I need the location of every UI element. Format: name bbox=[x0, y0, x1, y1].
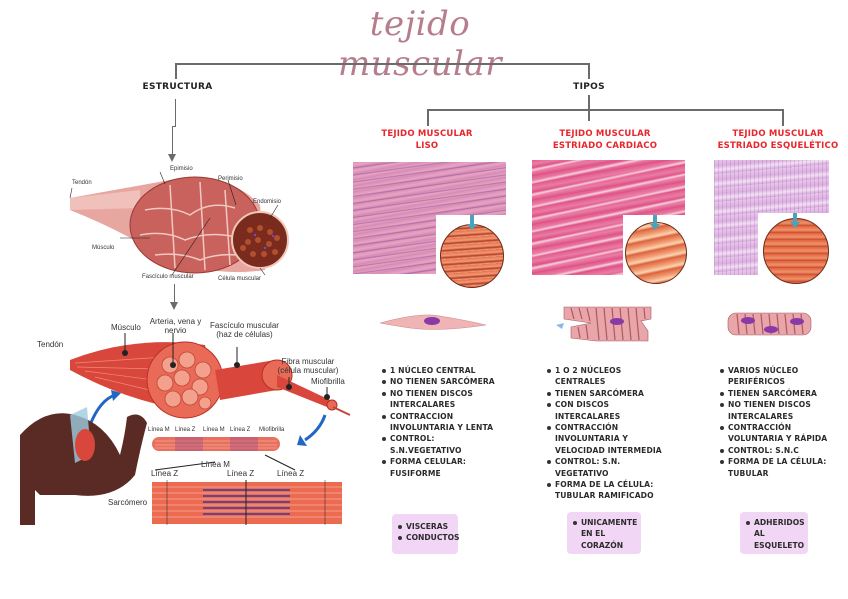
feature-list-liso: 1 NÚCLEO CENTRAL NO TIENEN SARCÓMERA NO … bbox=[381, 365, 506, 479]
label-linea-m-2: Línea M bbox=[203, 427, 225, 433]
cell-nucleus bbox=[610, 318, 624, 325]
label-endomisio: Endomisio bbox=[253, 199, 282, 205]
feature-item: NO TIENEN SARCÓMERA bbox=[381, 376, 506, 387]
location-item: UNICAMENTE EN EL CORAZÓN bbox=[573, 517, 637, 551]
zoom-circle-cardiaco bbox=[625, 222, 687, 284]
label-tendon-bottom: Tendón bbox=[37, 340, 64, 349]
label-linea-z-left: Línea Z bbox=[151, 469, 179, 478]
location-item: CONDUCTOS bbox=[398, 532, 460, 543]
location-box-esqueletico: ADHERIDOS AL ESQUELETO bbox=[740, 512, 808, 554]
arrow-down-icon bbox=[790, 213, 800, 228]
label-tendon-top: Tendón bbox=[72, 180, 92, 186]
label-linea-m-1: Línea M bbox=[148, 427, 170, 433]
location-box-cardiaco: UNICAMENTE EN EL CORAZÓN bbox=[567, 512, 641, 554]
label-fasciculo-bottom: Fascículo muscular (haz de células) bbox=[210, 321, 279, 339]
muscle-hierarchy-illustration bbox=[20, 333, 351, 525]
location-box-liso: VISCERAS CONDUCTOS bbox=[392, 514, 460, 554]
estructura-arrow-shaft bbox=[175, 99, 176, 127]
feature-item: FORMA DE LA CÉLULA: TUBULAR RAMIFICADO bbox=[546, 479, 666, 502]
label-linea-z-mid: Línea Z bbox=[227, 469, 255, 478]
label-arteria: Arteria, vena y nervio bbox=[149, 317, 202, 335]
connector-estructura-drop bbox=[175, 63, 177, 79]
arrow-down-icon bbox=[168, 154, 176, 162]
feature-item: FORMA CELULAR: FUSIFORME bbox=[381, 456, 506, 479]
label-perimisio: Perimisio bbox=[218, 176, 243, 182]
estructura-arrow2-shaft bbox=[174, 284, 175, 304]
feature-item: NO TIENEN DISCOS INTERCALARES bbox=[381, 388, 506, 411]
type-title-cardiaco: TEJIDO MUSCULAR ESTRIADO CARDIACO bbox=[540, 128, 670, 152]
feature-item: 1 NÚCLEO CENTRAL bbox=[381, 365, 506, 376]
cell-nucleus bbox=[424, 317, 440, 325]
connector-tipos-drop bbox=[588, 63, 590, 79]
feature-item: CONTRACCIÓN VOLUNTARIA Y RÁPIDA bbox=[719, 422, 839, 445]
branch-tipos: TIPOS bbox=[573, 82, 605, 92]
label-fibra: Fibra muscular (célula muscular) bbox=[277, 357, 339, 375]
sarcomere bbox=[152, 482, 342, 524]
connector-esqueletico-drop bbox=[782, 109, 784, 126]
connector-tipos-down bbox=[588, 95, 590, 121]
label-miofibrilla: Miofibrilla bbox=[311, 377, 345, 386]
feature-item: CONTROL: S.N.C bbox=[719, 445, 839, 456]
branched-cardiac-cell bbox=[556, 306, 652, 342]
location-item: VISCERAS bbox=[398, 521, 452, 532]
feature-list-cardiaco: 1 O 2 NÚCLEOS CENTRALES TIENEN SARCÓMERA… bbox=[546, 365, 666, 502]
type-title-esqueletico: TEJIDO MUSCULAR ESTRIADO ESQUELÉTICO bbox=[713, 128, 843, 152]
label-linea-z-2: Línea Z bbox=[230, 427, 251, 433]
cell-illustration-esqueletico bbox=[727, 311, 812, 337]
feature-item: CONTRACCIÓN INVOLUNTARIA Y VELOCIDAD INT… bbox=[546, 422, 666, 456]
label-epimisio: Epimisio bbox=[170, 166, 193, 172]
label-linea-z-1: Línea Z bbox=[175, 427, 196, 433]
cell-illustration-cardiaco bbox=[556, 303, 656, 343]
feature-item: CON DISCOS INTERCALARES bbox=[546, 399, 666, 422]
muscle-structure-diagram: Tendón Epimisio Perimisio Endomisio Músc… bbox=[60, 160, 320, 285]
type-title-line2: ESTRIADO ESQUELÉTICO bbox=[717, 141, 839, 151]
cell-nucleus bbox=[790, 318, 804, 325]
feature-item: CONTRACCION INVOLUNTARIA Y LENTA bbox=[381, 411, 506, 434]
feature-list-esqueletico: VARIOS NÚCLEO PERIFÉRICOS TIENEN SARCÓME… bbox=[719, 365, 839, 479]
label-linea-z-right: Línea Z bbox=[277, 469, 305, 478]
feature-item: NO TIENEN DISCOS INTERCALARES bbox=[719, 399, 839, 422]
feature-item: CONTROL: S.N.VEGETATIVO bbox=[381, 433, 506, 456]
branch-estructura: ESTRUCTURA bbox=[142, 82, 213, 92]
cell-illustration-liso bbox=[379, 312, 487, 330]
connector-types-horizontal bbox=[427, 109, 784, 111]
location-item: ADHERIDOS AL ESQUELETO bbox=[746, 517, 805, 551]
blue-arrow-right bbox=[304, 414, 327, 442]
cell-nucleus bbox=[764, 326, 778, 333]
muscle-cross-section-illustration bbox=[69, 171, 289, 276]
feature-item: VARIOS NÚCLEO PERIFÉRICOS bbox=[719, 365, 839, 388]
arrow-down-icon bbox=[650, 215, 660, 230]
cell-nucleus bbox=[741, 317, 755, 324]
zoom-circle-liso bbox=[440, 224, 504, 288]
label-fasciculo-top: Fascículo muscular bbox=[142, 274, 194, 280]
label-linea-m-3: Línea M bbox=[201, 460, 230, 469]
type-title-line2: LISO bbox=[415, 141, 439, 151]
arrow-down-icon bbox=[170, 302, 178, 310]
estructura-arrow-shaft-2 bbox=[172, 126, 176, 127]
label-musculo-top: Músculo bbox=[92, 245, 115, 251]
connector-top-horizontal bbox=[175, 63, 589, 65]
blue-arrow-left bbox=[88, 393, 116, 426]
muscle-hierarchy-diagram: Tendón Músculo Arteria, vena y nervio Fa… bbox=[15, 315, 355, 525]
arrow-down-icon bbox=[467, 215, 477, 230]
type-title-line1: TEJIDO MUSCULAR bbox=[381, 129, 473, 139]
page-title: tejido muscular bbox=[338, 4, 502, 84]
label-celula-top: Célula muscular bbox=[218, 276, 262, 282]
label-musculo-bottom: Músculo bbox=[111, 323, 141, 332]
feature-item: 1 O 2 NÚCLEOS CENTRALES bbox=[546, 365, 666, 388]
feature-item: TIENEN SARCÓMERA bbox=[719, 388, 839, 399]
estructura-arrow-shaft-3 bbox=[172, 126, 173, 156]
feature-item: TIENEN SARCÓMERA bbox=[546, 388, 666, 399]
label-miofibrilla-top: Miofibrilla bbox=[259, 427, 285, 433]
connector-liso-drop bbox=[427, 109, 429, 126]
myofibril bbox=[152, 437, 280, 451]
type-title-liso: TEJIDO MUSCULAR LISO bbox=[368, 128, 486, 152]
label-sarcomero: Sarcómero bbox=[108, 498, 148, 507]
type-title-line1: TEJIDO MUSCULAR bbox=[559, 129, 651, 139]
feature-item: FORMA DE LA CÉLULA: TUBULAR bbox=[719, 456, 839, 479]
feature-item: CONTROL: S.N. VEGETATIVO bbox=[546, 456, 666, 479]
type-title-line2: ESTRIADO CARDIACO bbox=[552, 141, 658, 151]
type-title-line1: TEJIDO MUSCULAR bbox=[732, 129, 824, 139]
arm-silhouette bbox=[20, 413, 147, 525]
